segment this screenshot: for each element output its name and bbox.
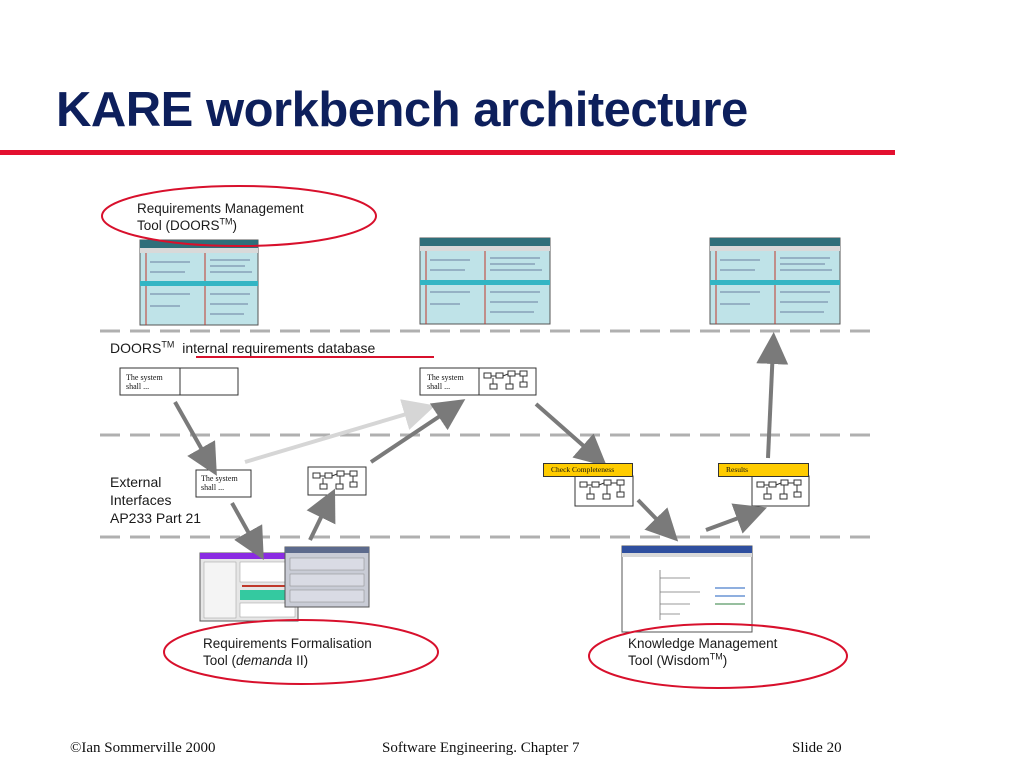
doors-screenshot-1 (139, 239, 259, 326)
doors-layer-name: DOORS (110, 340, 162, 356)
kmt-ellipse (588, 623, 848, 689)
kmt-label-tm: TM (709, 651, 723, 662)
arrow-ext-to-db-light (244, 399, 436, 464)
rmt-label-tm: TM (219, 216, 233, 227)
results-box: Results (718, 463, 809, 477)
doors-screenshot-3 (709, 237, 841, 325)
demanda-screenshot (199, 546, 370, 622)
rft-label-line2: Tool (demanda II) (203, 652, 372, 669)
doors-screenshot-2 (419, 237, 551, 325)
arrow-results-to-db (756, 332, 789, 459)
rft-ellipse (163, 619, 439, 685)
req-text-3a: The system (201, 474, 238, 483)
footer-copyright: ©Ian Sommerville 2000 (70, 740, 216, 756)
arrow-rft-to-ext (306, 488, 336, 541)
req-text-1a: The system (126, 373, 163, 382)
arrow-db-to-check (534, 402, 608, 467)
req-text-2b: shall ... (427, 382, 451, 391)
req-text-1b: shall ... (126, 382, 150, 391)
rft-label-demanda: demanda (236, 653, 293, 668)
req-box-db-left: The system shall ... (126, 373, 163, 391)
footer-chapter: Software Engineering. Chapter 7 (382, 740, 580, 756)
rft-label-line1: Requirements Formalisation (203, 636, 372, 651)
kmt-label-tool: Tool (Wisdom (628, 653, 710, 668)
slide-title: KARE workbench architecture (56, 83, 748, 137)
formal-model-icon-db (483, 370, 528, 390)
ext-label-line2: Interfaces (110, 492, 172, 508)
kmt-label-line2: Tool (WisdomTM) (628, 652, 777, 669)
rmt-label: Requirements Management Tool (DOORSTM) (137, 200, 304, 234)
rmt-label-tool: Tool (DOORS (137, 218, 220, 233)
rmt-ellipse (101, 185, 377, 247)
kmt-label-close: ) (722, 653, 728, 668)
formal-model-icon-ext (312, 470, 358, 490)
rmt-label-close: ) (232, 218, 238, 233)
check-completeness-box: Check Completeness (543, 463, 633, 477)
arrow-db-to-ext (173, 401, 217, 476)
arrow-ext-to-db (369, 399, 466, 464)
ext-label-line3: AP233 Part 21 (110, 510, 202, 526)
wisdom-screenshot (621, 545, 753, 633)
req-box-db-right: The system shall ... (427, 373, 464, 391)
rft-label: Requirements Formalisation Tool (demanda… (203, 635, 372, 669)
doors-layer-text: internal requirements database (182, 340, 376, 356)
req-text-2a: The system (427, 373, 464, 382)
ext-label-line1: External (110, 474, 162, 490)
doors-layer-label: DOORSTM internal requirements database (110, 339, 375, 357)
arrow-check-to-kmt (636, 498, 679, 542)
kmt-label: Knowledge Management Tool (WisdomTM) (628, 635, 777, 669)
doors-layer-tm: TM (161, 339, 175, 350)
kmt-label-line1: Knowledge Management (628, 636, 778, 651)
arrow-ext-to-rft (230, 502, 264, 560)
formal-model-icon-check (579, 479, 625, 500)
formal-model-icon-results (756, 479, 802, 500)
req-box-ext: The system shall ... (201, 474, 238, 492)
title-underline (0, 150, 895, 155)
rft-label-tool: Tool ( (203, 653, 237, 668)
rmt-label-line1: Requirements Management (137, 201, 304, 216)
external-interfaces-label: External Interfaces AP233 Part 21 (110, 473, 201, 527)
req-text-3b: shall ... (201, 483, 225, 492)
rmt-label-line2: Tool (DOORSTM) (137, 217, 304, 234)
rft-label-version: II) (292, 653, 309, 668)
arrow-kmt-to-results (705, 503, 768, 534)
footer-slide-number: Slide 20 (792, 740, 842, 756)
